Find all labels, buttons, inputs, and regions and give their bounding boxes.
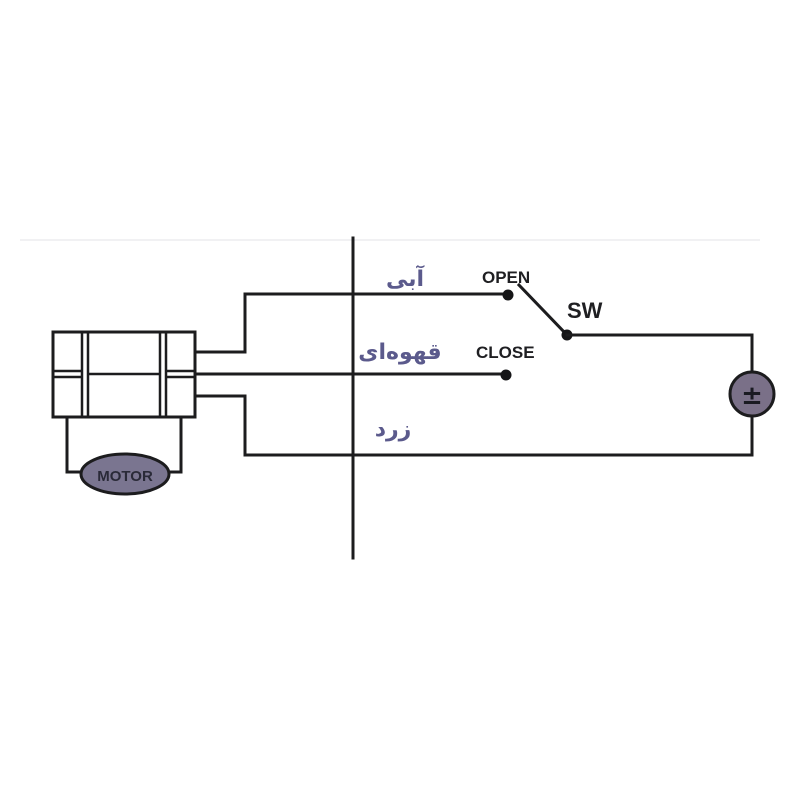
- motor: MOTOR: [79, 452, 171, 496]
- label-switch: SW: [567, 298, 603, 323]
- power-source: ±: [728, 370, 776, 418]
- switch-arm: [516, 282, 570, 338]
- motor-label: MOTOR: [97, 468, 153, 485]
- valve-body: [51, 330, 197, 419]
- label-wire-brown: قهوه‌ای: [358, 340, 441, 365]
- label-wire-blue: آبی: [386, 264, 425, 292]
- motor-oval: [79, 452, 171, 496]
- label-wire-yellow: زرد: [375, 417, 412, 442]
- motor-lead-right: [166, 415, 183, 474]
- power-source-circle: [728, 370, 776, 418]
- label-open: OPEN: [482, 268, 530, 287]
- terminal-open-dot: [502, 289, 514, 301]
- wire-switch-to-power: [565, 333, 754, 374]
- wire-yellow: [193, 394, 754, 457]
- plus-minus-icon: ±: [741, 381, 763, 411]
- terminal-close-dot: [500, 369, 512, 381]
- motor-lead-left: [65, 415, 84, 474]
- label-close: CLOSE: [476, 343, 535, 362]
- wire-blue: [193, 292, 510, 354]
